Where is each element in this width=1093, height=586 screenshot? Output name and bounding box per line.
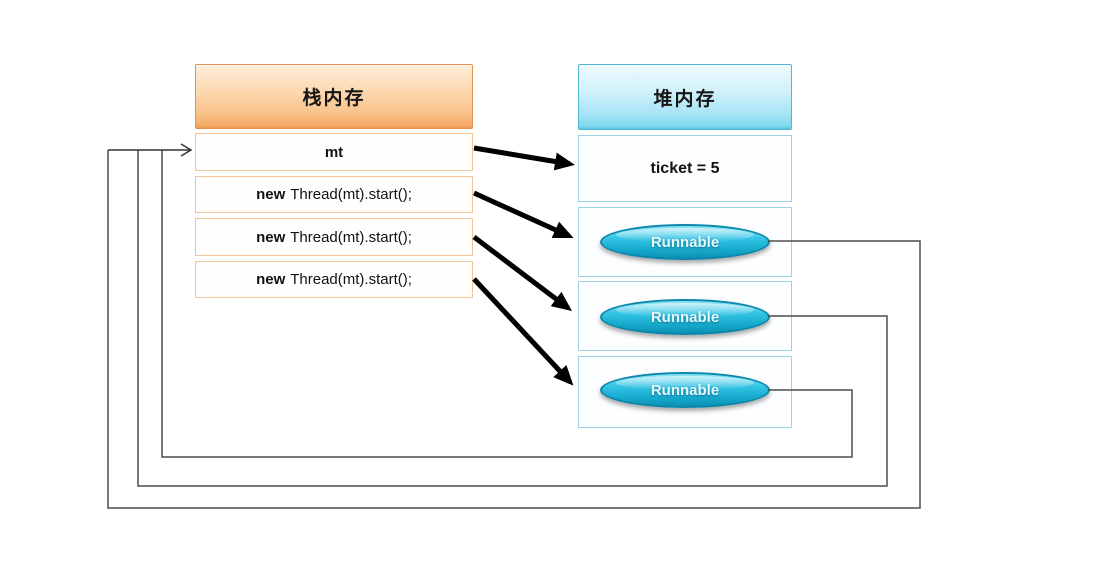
- runnable-label: Runnable: [650, 381, 720, 399]
- thread-start-code: Thread(mt).start();: [290, 271, 412, 288]
- runnable-object-1: Runnable: [600, 224, 770, 260]
- stack-row-mt: mt: [195, 133, 473, 171]
- stack-row-thread-start-3: new Thread(mt).start();: [195, 261, 473, 298]
- stack-row-thread-start-2: new Thread(mt).start();: [195, 218, 473, 256]
- stack-row-thread-start-1: new Thread(mt).start();: [195, 176, 473, 213]
- heap-memory-header: 堆内存: [578, 64, 792, 130]
- runnable-object-2: Runnable: [600, 299, 770, 335]
- arrow-thread2-to-runnable2: [472, 235, 572, 312]
- arrow-thread1-to-runnable1: [472, 190, 574, 239]
- stack-memory-header: 栈内存: [195, 64, 473, 129]
- new-keyword: new: [256, 228, 286, 246]
- runnable-object-3: Runnable: [600, 372, 770, 408]
- heap-row-ticket: ticket = 5: [578, 135, 792, 202]
- stack-memory-title: 栈内存: [302, 88, 366, 109]
- runnable-label: Runnable: [650, 233, 720, 251]
- thread-start-code: Thread(mt).start();: [290, 186, 412, 203]
- runnable-label: Runnable: [650, 308, 720, 326]
- arrow-thread3-to-runnable3: [472, 277, 574, 386]
- thread-start-code: Thread(mt).start();: [290, 228, 412, 246]
- new-keyword: new: [256, 186, 286, 203]
- mt-label: mt: [324, 143, 344, 161]
- ticket-value-label: ticket = 5: [650, 159, 720, 177]
- new-keyword: new: [256, 271, 286, 288]
- arrow-mt-to-ticket: [473, 145, 575, 171]
- heap-memory-title: 堆内存: [653, 88, 717, 110]
